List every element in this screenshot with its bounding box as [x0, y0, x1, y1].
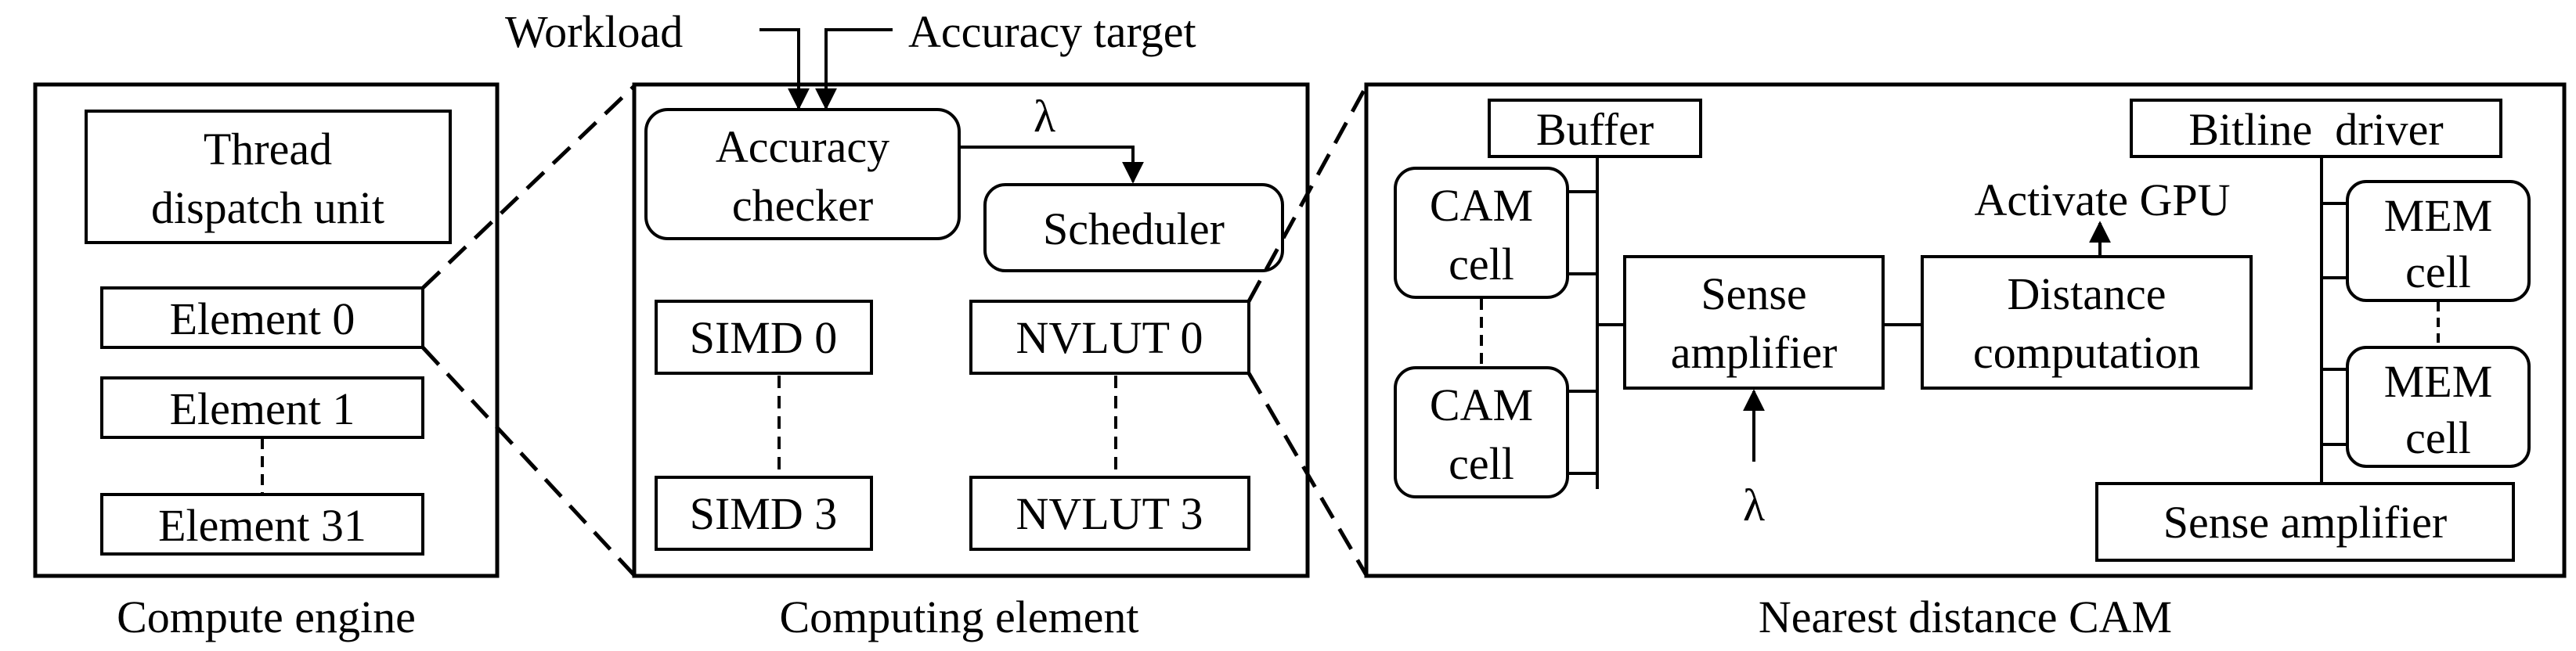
- zoom-line-top-1: [421, 85, 636, 290]
- mem-cell-bottom-line2: cell: [2405, 412, 2471, 463]
- mem-cell-top-line1: MEM: [2384, 190, 2493, 241]
- computing-element-caption: Computing element: [779, 592, 1138, 642]
- distance-computation-box: [1921, 255, 2253, 390]
- distance-line1: Distance: [2008, 268, 2167, 319]
- zoom-line-bottom-1: [421, 346, 636, 577]
- workload-arrow: [759, 28, 810, 110]
- cam-cell-top-line2: cell: [1449, 239, 1514, 290]
- nvlut-3-box: [969, 476, 1250, 551]
- buffer-label: Buffer: [1536, 104, 1654, 155]
- sense-amplifier-bottom-box: [2095, 482, 2515, 562]
- scheduler-box: [983, 183, 1284, 272]
- accuracy-target-arrow: [815, 28, 893, 110]
- thread-dispatch-line1: Thread: [204, 124, 332, 174]
- cam-caption: Nearest distance CAM: [1759, 592, 2172, 642]
- element-1-label: Element 1: [170, 383, 355, 434]
- accuracy-checker-line2: checker: [732, 180, 873, 231]
- nvlut-0-box: [969, 300, 1250, 375]
- zoom-line-top-2: [1247, 85, 1369, 303]
- lambda-input-label: λ: [1743, 480, 1765, 531]
- cam-cell-top-line1: CAM: [1430, 180, 1533, 231]
- sense-amp-line2: amplifier: [1671, 327, 1838, 378]
- mem-cell-top-line2: cell: [2405, 246, 2471, 297]
- sense-amp-line1: Sense: [1701, 268, 1806, 319]
- compute-engine-panel: Thread dispatch unit Element 0 Element 1…: [33, 82, 500, 578]
- lambda-arrow: [959, 146, 1144, 184]
- mem-cell-top: [2346, 180, 2531, 302]
- simd-0-box: [655, 300, 873, 375]
- element-31-label: Element 31: [158, 500, 366, 551]
- simd-3-box: [655, 476, 873, 551]
- cam-cell-bottom-line1: CAM: [1430, 379, 1533, 430]
- distance-line2: computation: [1973, 327, 2200, 378]
- sense-amp-box: [1623, 255, 1885, 390]
- accuracy-checker-line1: Accuracy: [716, 121, 889, 172]
- nvlut-0-label: NVLUT 0: [1016, 312, 1203, 363]
- scheduler-label: Scheduler: [1043, 203, 1225, 254]
- element-0-label: Element 0: [170, 293, 355, 344]
- lambda-label: λ: [1034, 91, 1055, 142]
- cam-panel: Buffer CAM cell CAM cell Sense amplifier…: [1364, 82, 2567, 578]
- cam-cell-top: [1394, 167, 1569, 299]
- sense-amplifier-bottom-label: Sense amplifier: [2163, 497, 2447, 548]
- thread-dispatch-unit: [85, 110, 452, 244]
- computing-element-panel: Accuracy checker λ Scheduler SIMD 0 SIMD…: [632, 82, 1310, 578]
- mem-cell-bottom-line1: MEM: [2384, 356, 2493, 407]
- element-1-box: [100, 376, 424, 439]
- buffer-box: [1488, 99, 1702, 158]
- activate-gpu-label: Activate GPU: [1975, 174, 2231, 225]
- element-0-box: [100, 286, 424, 349]
- thread-dispatch-line2: dispatch unit: [151, 182, 384, 233]
- accuracy-target-label: Accuracy target: [908, 6, 1196, 57]
- bitline-driver-box: [2130, 99, 2502, 158]
- cam-cell-bottom-line2: cell: [1449, 438, 1514, 489]
- mem-cell-bottom: [2346, 346, 2531, 468]
- compute-engine-caption: Compute engine: [117, 592, 416, 642]
- bitline-driver-label: Bitline driver: [2188, 104, 2443, 155]
- simd-3-label: SIMD 3: [690, 488, 838, 539]
- element-31-box: [100, 493, 424, 556]
- simd-0-label: SIMD 0: [690, 312, 838, 363]
- nvlut-3-label: NVLUT 3: [1016, 488, 1203, 539]
- workload-label: Workload: [505, 6, 683, 57]
- accuracy-checker-box: [644, 108, 961, 240]
- zoom-line-bottom-2: [1247, 372, 1369, 577]
- cam-cell-bottom: [1394, 366, 1569, 498]
